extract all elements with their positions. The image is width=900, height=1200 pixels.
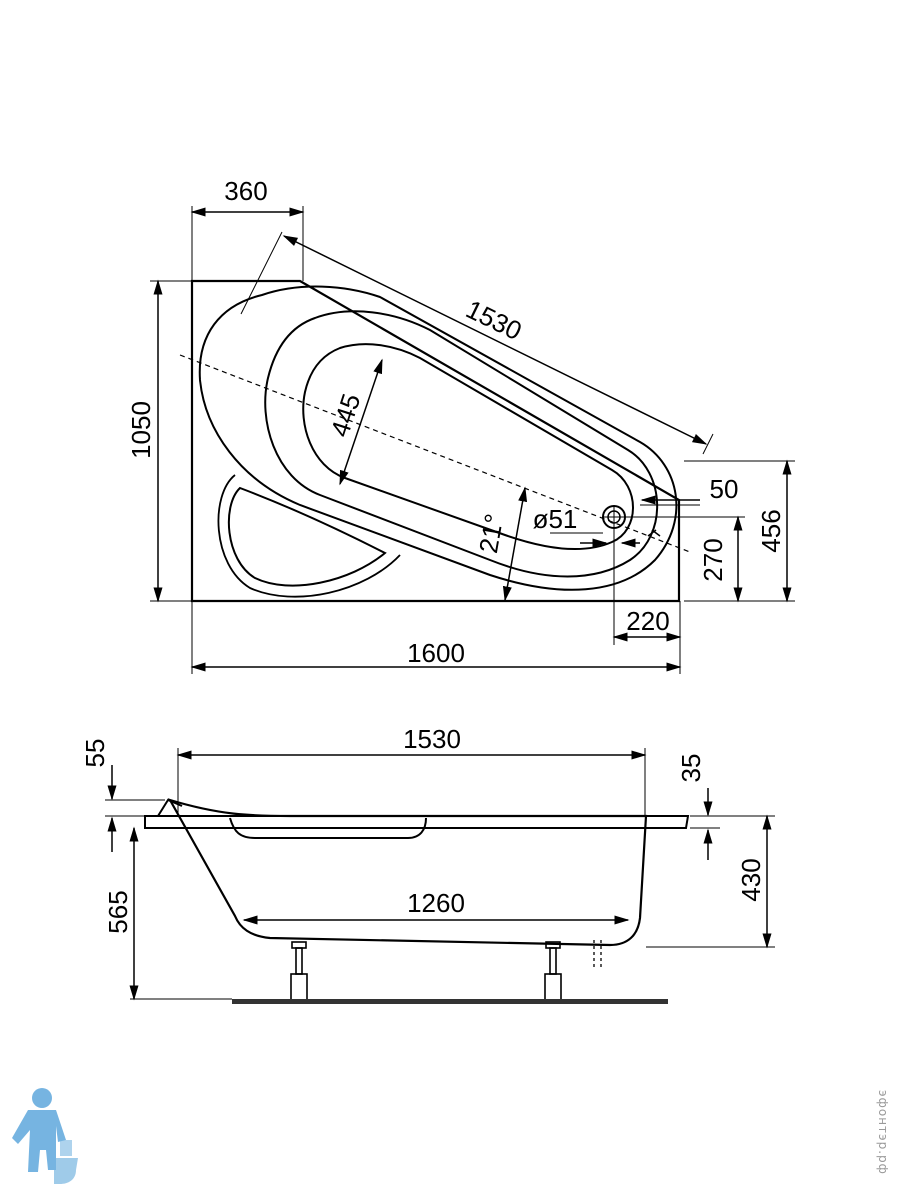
dim-line-445 <box>339 358 383 486</box>
dim-50-label: 50 <box>710 474 739 504</box>
rim-plate <box>144 815 690 829</box>
dim-line-21deg <box>502 486 528 602</box>
plumber-logo-icon <box>12 1088 78 1184</box>
watermark-site-text: эфонтэр.рф <box>876 1090 890 1175</box>
overflow-mark <box>647 529 661 537</box>
dim-220-label: 220 <box>626 606 669 636</box>
dim-1600-label: 1600 <box>407 638 465 668</box>
dim-1050-label: 1050 <box>126 401 156 459</box>
floor-line <box>232 999 668 1004</box>
dim-360-label: 360 <box>224 176 267 206</box>
dim-1260-label: 1260 <box>407 888 465 918</box>
dim-270-label: 270 <box>698 538 728 581</box>
dim-1530-side-label: 1530 <box>403 724 461 754</box>
dim-line-1530-diag <box>282 235 708 445</box>
center-axis <box>179 354 691 553</box>
dim-35-label: 35 <box>676 754 706 783</box>
top-view: 360 1530 1050 445 21° ø51 50 456 270 <box>126 176 795 674</box>
side-view: 1530 55 35 430 565 1260 <box>80 724 775 1004</box>
basin-outer <box>264 310 659 578</box>
armrest-groove <box>229 817 427 839</box>
dim-445-label: 445 <box>324 390 366 441</box>
dim-430-label: 430 <box>736 858 766 901</box>
tub-outline-top <box>190 279 681 603</box>
leg-left <box>290 941 308 1001</box>
tub-body-side <box>167 798 648 947</box>
dim-456-label: 456 <box>756 509 786 552</box>
seat-contour <box>227 486 387 587</box>
dim-55-label: 55 <box>80 739 110 768</box>
dim-21deg-label: 21° <box>473 511 509 555</box>
dim-565-label: 565 <box>103 890 133 933</box>
leg-right <box>544 941 562 1001</box>
left-raised-end <box>157 798 183 817</box>
dim-1530-diag-label: 1530 <box>461 294 526 346</box>
dim-51-label: ø51 <box>533 504 578 534</box>
seat-contour-inner <box>217 474 401 598</box>
